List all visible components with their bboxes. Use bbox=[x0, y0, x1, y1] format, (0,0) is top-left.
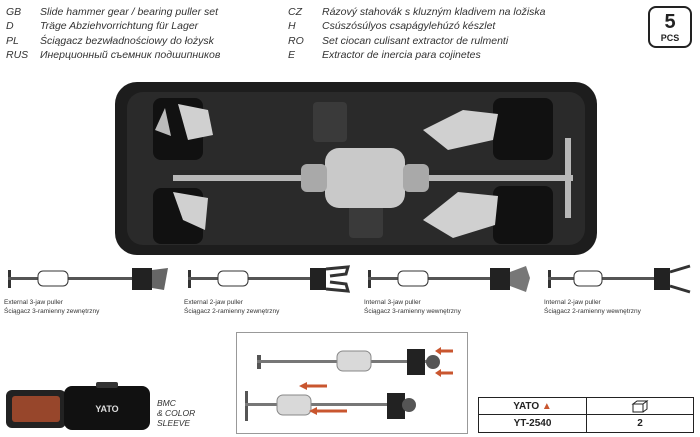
box-quantity: 2 bbox=[637, 418, 643, 429]
case-with-tools bbox=[115, 82, 597, 255]
packaging-image: YATO bbox=[6, 382, 150, 430]
language-code: CZ bbox=[288, 6, 302, 18]
product-name: Set ciocan culisant extractor de rulment… bbox=[322, 34, 509, 47]
puller-internal-2jaw bbox=[423, 186, 553, 244]
variant-label: External 2-jaw puller bbox=[184, 299, 243, 306]
product-name: Extractor de inercia para cojinetes bbox=[322, 48, 481, 61]
language-code: RUS bbox=[6, 48, 29, 61]
product-name: Slide hammer gear / bearing puller set bbox=[40, 6, 219, 18]
language-row: RUS Инерционный съемник подшипников bbox=[6, 48, 220, 62]
usage-diagram bbox=[236, 332, 468, 434]
slide-weight bbox=[325, 148, 405, 208]
pieces-count: 5 bbox=[664, 11, 676, 33]
variant-label-pl: Ściągacz 3-ramienny zewnętrzny bbox=[4, 308, 100, 315]
variant-label: Internal 3-jaw puller bbox=[364, 299, 421, 306]
variant-label-pl: Ściągacz 2-ramienny wewnętrzny bbox=[544, 308, 641, 315]
language-row: H Csúszósúlyos csapágylehúzó készlet bbox=[288, 19, 546, 33]
variant-drawing bbox=[368, 266, 530, 292]
language-row: D Träge Abziehvorrichtung für Lager bbox=[6, 19, 220, 33]
box-icon bbox=[587, 398, 693, 415]
language-row: GB Slide hammer gear / bearing puller set bbox=[6, 5, 220, 19]
puller-external-2jaw bbox=[153, 188, 208, 244]
warning-triangle-icon: ▲ bbox=[541, 400, 552, 412]
product-name: Träge Abziehvorrichtung für Lager bbox=[40, 20, 199, 33]
brand-logo: YATO ▲ bbox=[479, 398, 587, 415]
puller-internal-3jaw bbox=[423, 98, 553, 160]
variant-label: External 3-jaw puller bbox=[4, 299, 63, 306]
language-code: RO bbox=[288, 34, 304, 47]
language-row: CZ Rázový stahovák s kluzným kladivem na … bbox=[288, 5, 546, 19]
product-name: Инерционный съемник подшипников bbox=[40, 48, 221, 61]
product-name: Ściągacz bezwładnościowy do łożysk bbox=[40, 34, 214, 47]
product-name: Rázový stahovák s kluzným kladivem na lo… bbox=[322, 6, 546, 18]
variant-label-pl: Ściągacz 2-ramienny zewnętrzny bbox=[184, 308, 280, 315]
language-code: PL bbox=[6, 34, 19, 47]
language-code: H bbox=[288, 20, 296, 33]
pieces-badge: 5 PCS bbox=[648, 6, 692, 48]
pieces-unit: PCS bbox=[660, 33, 680, 43]
product-code: YT-2540 bbox=[479, 415, 587, 432]
language-list-left: GB Slide hammer gear / bearing puller set… bbox=[6, 5, 220, 62]
language-row: RO Set ciocan culisant extractor de rulme… bbox=[288, 34, 546, 48]
language-list-right: CZ Rázový stahovák s kluzným kladivem na … bbox=[288, 5, 546, 62]
variant-drawing bbox=[188, 265, 351, 293]
language-code: GB bbox=[6, 6, 22, 18]
variant-drawing bbox=[548, 264, 691, 294]
t-handle bbox=[565, 138, 571, 218]
language-code: D bbox=[6, 20, 14, 33]
variant-label-pl: Ściągacz 3-ramienny wewnętrzny bbox=[364, 308, 461, 315]
variant-drawing bbox=[8, 268, 168, 290]
language-row: E Extractor de inercia para cojinetes bbox=[288, 48, 546, 62]
language-row: PL Ściągacz bezwładnościowy do łożysk bbox=[6, 34, 220, 48]
packaging-logo: YATO bbox=[95, 404, 118, 414]
brand-table: YATO ▲ YT-2540 2 bbox=[478, 397, 694, 433]
packaging-label: BMC & COLOR SLEEVE bbox=[157, 398, 196, 428]
variant-label: Internal 2-jaw puller bbox=[544, 299, 601, 306]
product-name: Csúszósúlyos csapágylehúzó készlet bbox=[322, 20, 496, 33]
puller-external-3jaw bbox=[153, 98, 213, 160]
language-code: E bbox=[288, 48, 296, 61]
